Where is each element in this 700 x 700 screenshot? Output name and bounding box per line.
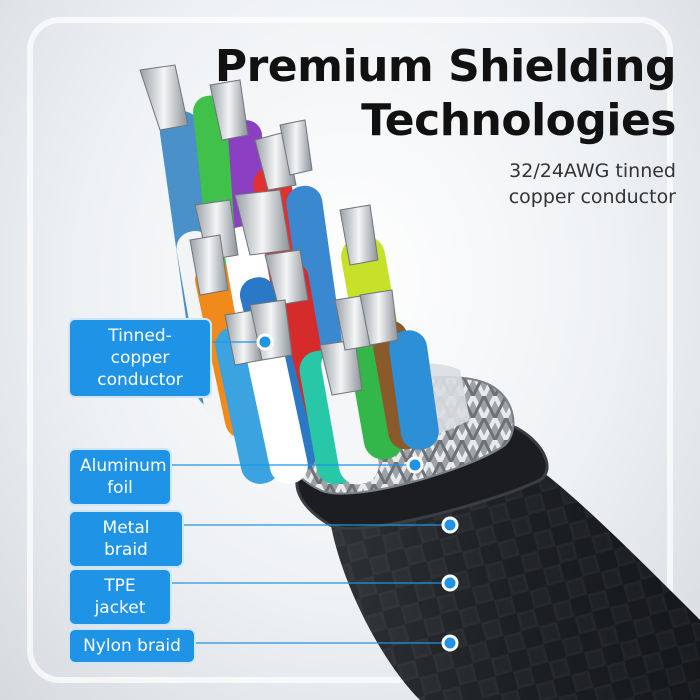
- callout-tpe-jacket: TPE jacket: [68, 568, 172, 626]
- callout-text-line-1: Nylon braid: [83, 636, 181, 656]
- subheadline-line-2: copper conductor: [508, 186, 676, 208]
- background-frame: [27, 17, 673, 683]
- headline: Premium Shielding Technologies: [214, 40, 677, 148]
- callout-tinned-copper-conductor: Tinned-copper conductor: [68, 318, 212, 398]
- callout-text-line-2: foil: [107, 478, 133, 498]
- leader-lines: [170, 341, 450, 644]
- callout-dots: [256, 333, 459, 652]
- headline-line-2: Technologies: [361, 95, 676, 146]
- callout-nylon-braid: Nylon braid: [68, 628, 196, 664]
- callout-aluminum-foil: Aluminum foil: [68, 448, 172, 506]
- callout-metal-braid: Metal braid: [68, 510, 184, 568]
- strand-tips: [139, 64, 399, 396]
- headline-line-1: Premium Shielding: [214, 41, 677, 92]
- callout-text-line-1: Metal braid: [102, 518, 150, 560]
- callout-text-line-1: Aluminum: [80, 456, 167, 476]
- subheadline-line-1: 32/24AWG tinned: [509, 160, 676, 182]
- subheadline: 32/24AWG tinned copper conductor: [509, 158, 676, 210]
- callout-text-line-1: TPE jacket: [94, 576, 146, 618]
- callout-text-line-2: conductor: [97, 370, 183, 390]
- callout-text-line-1: Tinned-copper: [108, 326, 172, 368]
